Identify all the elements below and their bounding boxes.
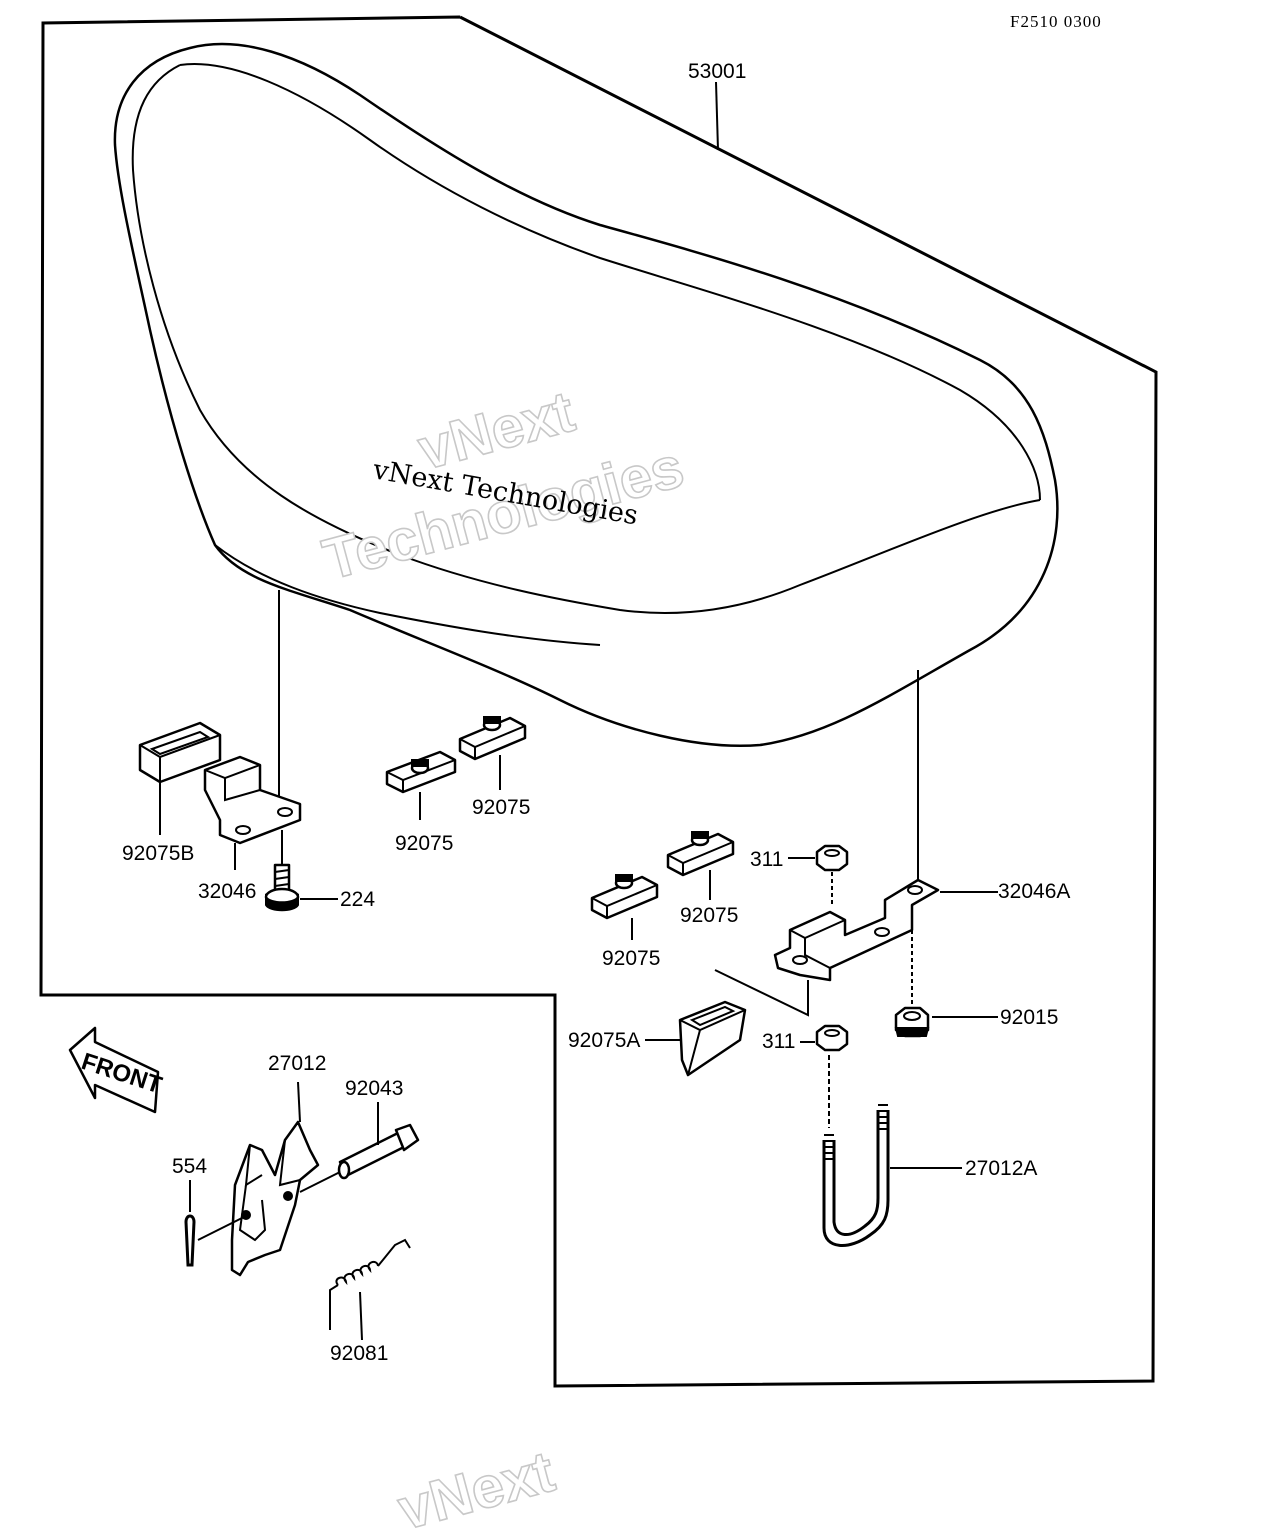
label-311-top: 311	[750, 848, 783, 871]
part-92081-spring	[329, 1238, 411, 1330]
label-27012a: 27012A	[965, 1157, 1037, 1180]
label-554: 554	[172, 1155, 207, 1178]
part-32046	[203, 755, 302, 845]
part-92015-nut	[894, 1006, 930, 1038]
label-92075b: 92075B	[122, 842, 194, 865]
diagram-border	[39, 15, 1158, 1388]
front-arrow-icon: FRONT	[68, 1026, 165, 1114]
part-92075-d	[666, 831, 735, 877]
part-311-bottom-nut	[815, 1024, 849, 1052]
part-92043-pin	[337, 1123, 420, 1180]
label-92015: 92015	[1000, 1006, 1058, 1029]
part-311-top-nut	[815, 844, 849, 872]
label-92075-d: 92075	[680, 904, 738, 927]
part-27012	[230, 1120, 320, 1277]
part-27012a-u-bolt	[822, 1104, 890, 1247]
label-92081: 92081	[330, 1342, 388, 1365]
label-32046a: 32046A	[998, 880, 1070, 903]
part-224-bolt	[264, 830, 300, 912]
part-32046a	[773, 878, 940, 982]
part-92075b	[138, 721, 222, 784]
label-92075-c: 92075	[602, 947, 660, 970]
label-311-bottom: 311	[762, 1030, 795, 1053]
part-92075-a	[385, 750, 457, 794]
part-92075-b	[458, 716, 527, 761]
part-92075-c	[590, 874, 659, 920]
label-92043: 92043	[345, 1077, 403, 1100]
label-92075a: 92075A	[568, 1029, 640, 1052]
part-554-cotter-pin	[184, 1214, 196, 1267]
seat-53001	[113, 42, 1059, 747]
diagram-code: F2510 0300	[1010, 12, 1102, 31]
label-224: 224	[340, 888, 375, 911]
label-32046: 32046	[198, 880, 256, 903]
label-92075-a: 92075	[395, 832, 453, 855]
label-27012: 27012	[268, 1052, 326, 1075]
label-53001: 53001	[688, 60, 746, 83]
svg-text:vNext: vNext	[392, 1439, 561, 1536]
label-92075-b: 92075	[472, 796, 530, 819]
part-92075a	[678, 1000, 747, 1077]
